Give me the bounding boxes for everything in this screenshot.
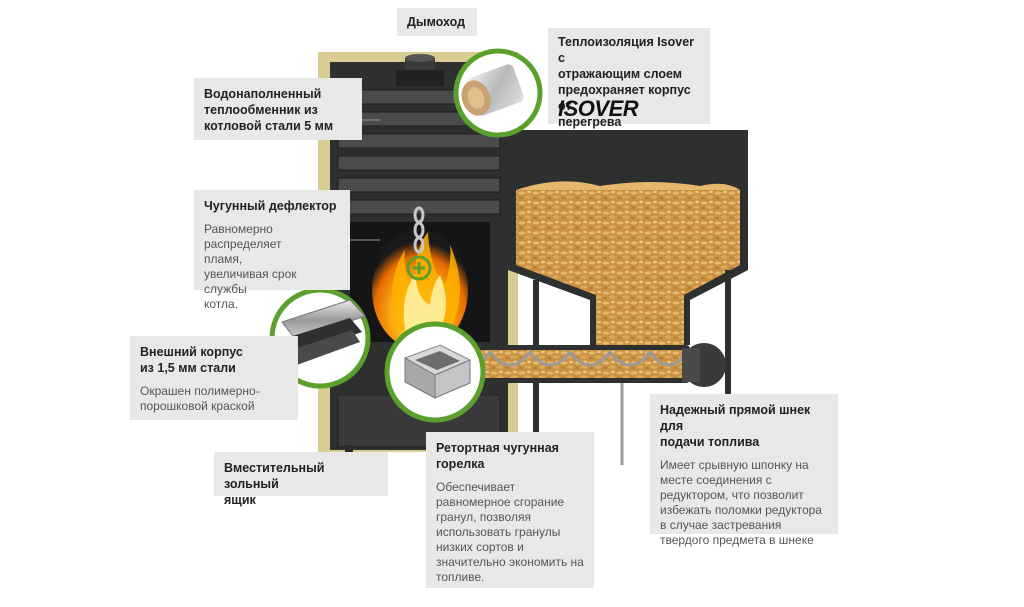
ash-box-title: Вместительный зольный ящик: [224, 461, 325, 507]
outer-body-callout: Внешний корпус из 1,5 мм стали Окрашен п…: [130, 336, 298, 420]
outer-body-text: Окрашен полимерно- порошковой краской: [140, 384, 260, 413]
deflector-text: Равномерно распределяет пламя, увеличива…: [204, 222, 297, 311]
ash-box-callout: Вместительный зольный ящик: [214, 452, 388, 507]
retort-burner: [403, 344, 472, 399]
burner-title: Ретортная чугунная горелка: [436, 441, 559, 471]
insulation-roll: [461, 64, 524, 116]
pellets: [516, 190, 740, 345]
chimney-title: Дымоход: [407, 15, 466, 29]
isover-logo: ISOVER: [558, 96, 639, 121]
insulation-callout: Теплоизоляция Isover с отражающим слоем …: [548, 28, 710, 129]
auger-title: Надежный прямой шнек для подачи топлива: [660, 403, 811, 449]
heat-exchanger-callout: Водонаполненный теплообменник из котлово…: [194, 78, 362, 140]
outer-body-title: Внешний корпус из 1,5 мм стали: [140, 345, 243, 375]
auger-text: Имеет срывную шпонку на месте соединения…: [660, 458, 822, 547]
insulation-title: Теплоизоляция Isover с отражающим слоем …: [558, 35, 695, 129]
deflector-marker: [406, 255, 432, 281]
deflector-callout: Чугунный дефлектор Равномерно распределя…: [194, 190, 350, 311]
deflector-title: Чугунный дефлектор: [204, 199, 337, 213]
heat-exchanger-title: Водонаполненный теплообменник из котлово…: [204, 87, 334, 133]
steel-sheets: [280, 299, 366, 366]
deflector-chain: [413, 206, 425, 254]
burner-text: Обеспечивает равномерное сгорание гранул…: [436, 480, 584, 584]
burner-callout: Ретортная чугунная горелка Обеспечивает …: [426, 432, 594, 588]
chimney-callout: Дымоход: [397, 8, 477, 36]
auger-callout: Надежный прямой шнек для подачи топлива …: [650, 394, 838, 547]
